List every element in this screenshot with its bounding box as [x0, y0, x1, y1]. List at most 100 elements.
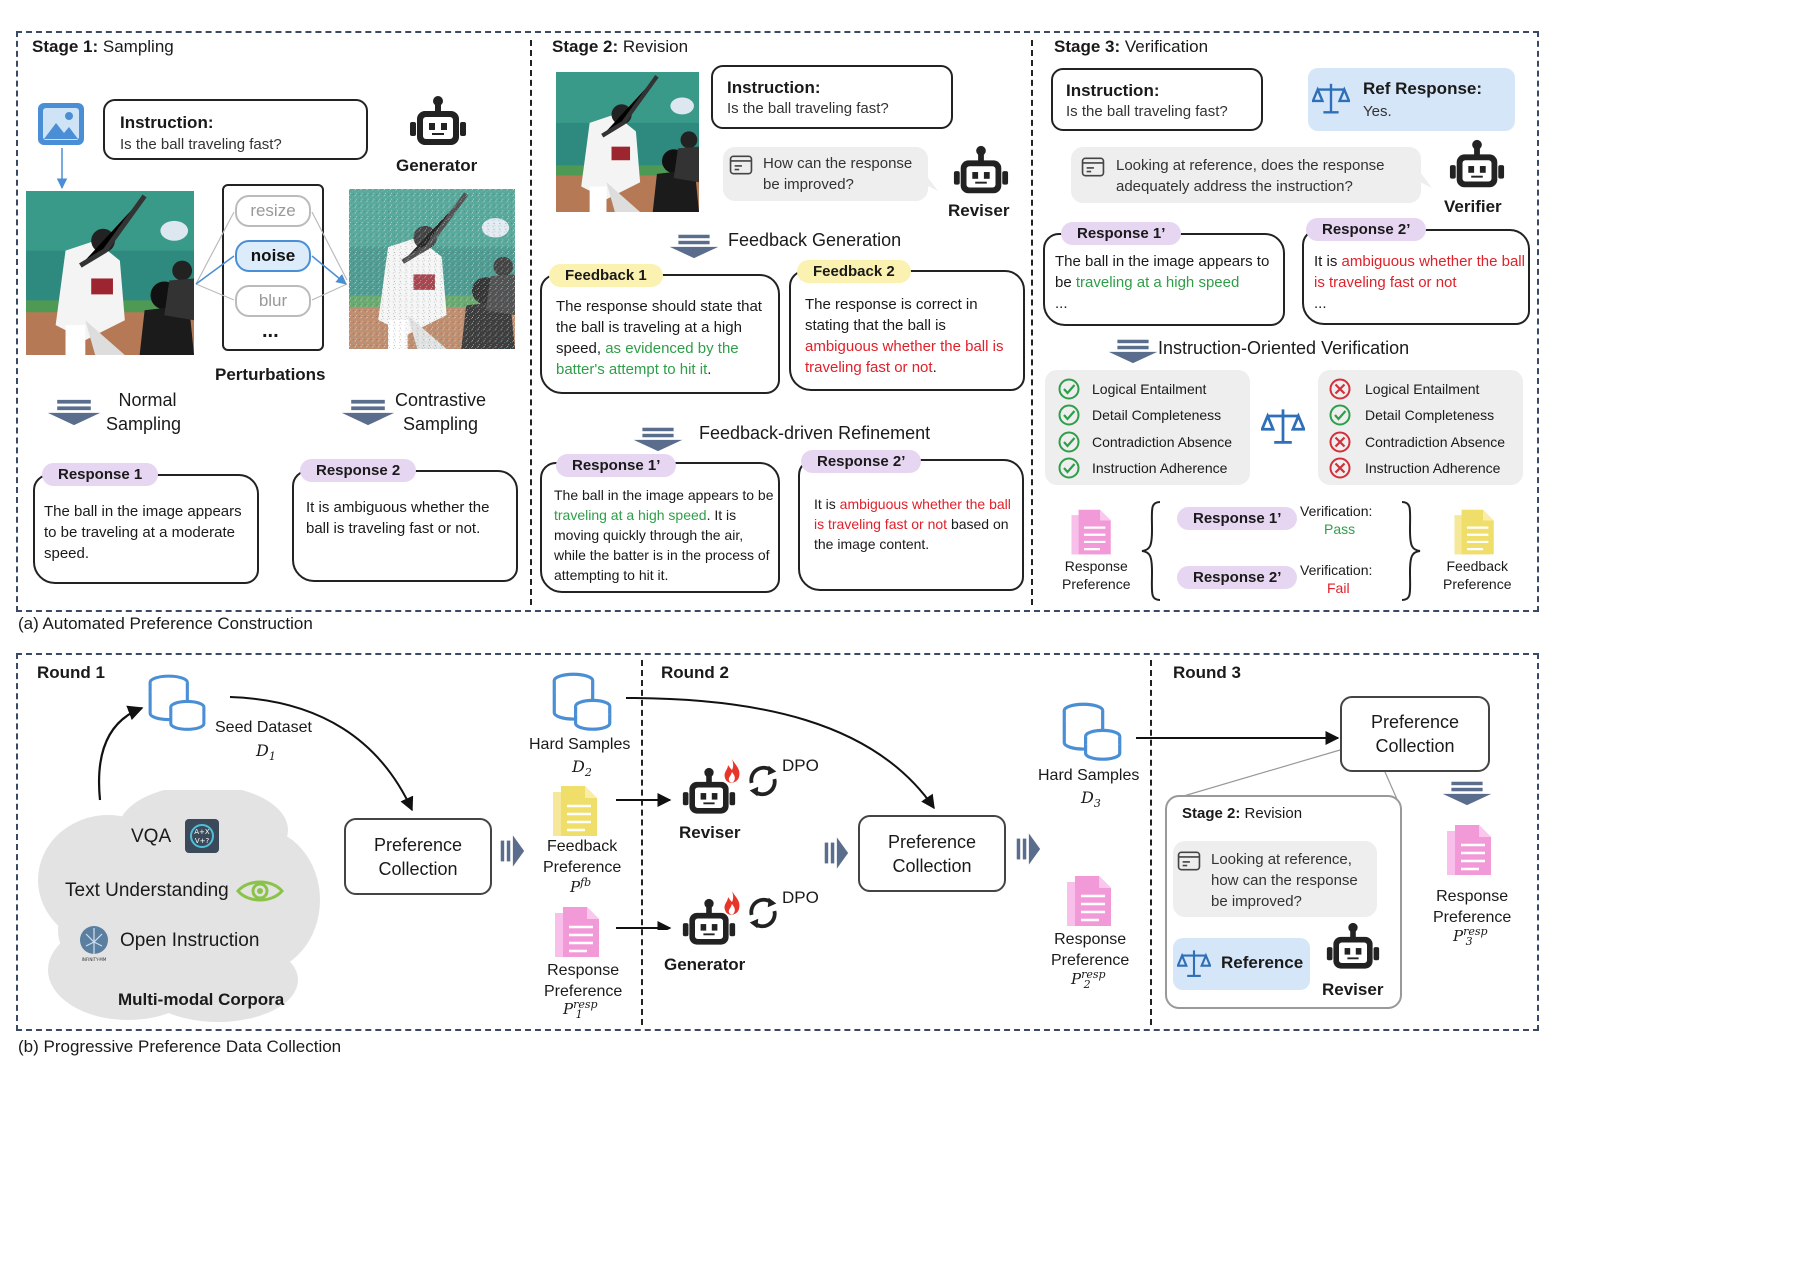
text-understanding-label: Text Understanding [65, 880, 229, 901]
criteria-fail-box [1318, 370, 1523, 485]
verification1-label: Verification: [1300, 503, 1373, 519]
cross-icon [1329, 457, 1351, 479]
svg-text:INFINITY-MM: INFINITY-MM [82, 957, 107, 962]
database-icon [1060, 700, 1124, 764]
cross-icon [1329, 431, 1351, 453]
perturbation-more: ... [262, 320, 279, 342]
d2-label: D2 [572, 757, 592, 780]
generator-label: Generator [664, 955, 746, 974]
flow-arrows [616, 697, 935, 930]
reviser-label: Reviser [679, 823, 741, 842]
generator-label: Generator [396, 156, 478, 175]
chat-icon [1081, 157, 1105, 177]
verification2-label: Verification: [1300, 562, 1373, 578]
dpo-label: DPO [782, 888, 819, 907]
refinement-label: Feedback-driven Refinement [699, 423, 931, 443]
robot-icon [406, 94, 470, 154]
image-icon [38, 103, 84, 145]
document-icon [550, 784, 602, 840]
perturbation-flow-lines [195, 211, 348, 301]
stage3-title: Stage 3: Verification [1054, 37, 1209, 56]
bubble-tail [1420, 172, 1432, 188]
p2-resp-label: Presp2 [1071, 968, 1106, 991]
instruction-box: Instruction: Is the ball traveling fast? [103, 99, 368, 160]
feedback2-text: The response is correct in stating that … [805, 296, 1004, 376]
panel-b-frame [16, 653, 1539, 1031]
response1-text: The ball in the image appears to be trav… [44, 503, 242, 562]
feedback1-tag: Feedback 1 [549, 264, 663, 287]
feedback-generation-label: Feedback Generation [728, 230, 902, 250]
scales-icon [1312, 80, 1350, 118]
round2-label: Round 2 [661, 663, 729, 682]
stage1-title: Stage 1: Sampling [32, 37, 174, 56]
criterion-label: Contradiction Absence [1092, 434, 1233, 450]
check-icon [1058, 404, 1080, 426]
stage-separator [530, 40, 532, 605]
response2-prime-box: It is ambiguous whether the ball is trav… [798, 459, 1024, 591]
response2-text: It is ambiguous whether the ball is trav… [306, 499, 490, 537]
feedback1-text: The response should state that the ball … [556, 298, 762, 378]
inset-question-bubble: Looking at reference, how can the respon… [1173, 841, 1377, 917]
instruction-label: Instruction: [727, 78, 821, 97]
down-arrow-icon [668, 233, 720, 259]
verified-response2-tag: Response 2’ [1177, 566, 1298, 589]
brace-left [1141, 501, 1161, 601]
hard-samples-label: Hard Samples [1038, 767, 1140, 784]
connector-arrow [56, 148, 68, 190]
feedback2-box: The response is correct in stating that … [789, 270, 1025, 391]
document-icon [552, 905, 604, 961]
round3-label: Round 3 [1173, 663, 1241, 682]
chat-icon [729, 155, 753, 175]
hard-samples-label: Hard Samples [529, 736, 631, 753]
stage2-title: Stage 2: Revision [552, 37, 689, 56]
down-arrow-icon [1441, 780, 1493, 806]
response2-box: It is ambiguous whether the ball is trav… [292, 470, 518, 582]
database-icon [550, 670, 614, 734]
scales-icon [1177, 947, 1211, 981]
response1-prime-text: The ball in the image appears to be trav… [1055, 253, 1270, 312]
robot-icon [950, 144, 1012, 202]
verification-label: Instruction-Oriented Verification [1158, 338, 1410, 358]
panel-a-caption: (a) Automated Preference Construction [18, 614, 313, 633]
right-arrow-icon [823, 835, 849, 871]
noisy-baseball-photo [349, 189, 515, 349]
criterion-label: Logical Entailment [1092, 381, 1207, 397]
criterion-label: Instruction Adherence [1092, 460, 1228, 476]
inset-question: Looking at reference, how can the respon… [1211, 851, 1358, 910]
response1-box: The ball in the image appears to be trav… [33, 474, 259, 584]
open-instruction-label: Open Instruction [120, 930, 260, 951]
response2-prime-tag: Response 2’ [801, 450, 922, 473]
instruction-text: Is the ball traveling fast? [1066, 103, 1228, 120]
bubble-tail [926, 175, 938, 191]
document-icon [1064, 874, 1116, 930]
panel-b-caption: (b) Progressive Preference Data Collecti… [18, 1037, 342, 1056]
p1-resp-label: Presp1 [563, 998, 598, 1021]
down-arrow-icon [46, 398, 102, 426]
cycle-arrows-icon [744, 892, 782, 934]
revision-question: How can the response be improved? [763, 155, 913, 193]
baseball-photo [556, 72, 699, 212]
d3-label: D3 [1081, 788, 1101, 811]
stage-separator [1031, 40, 1033, 605]
document-icon [1452, 508, 1498, 558]
document-icon [1444, 823, 1496, 879]
panel-a-frame [16, 31, 1539, 612]
perturbation-blur: blur [235, 285, 311, 317]
inset-title: Stage 2: Revision [1182, 805, 1303, 822]
seed-dataset-label: Seed Dataset [215, 719, 312, 736]
response1-tag: Response 1 [42, 463, 159, 486]
inset-reference-box: Reference [1173, 938, 1310, 990]
brace-right [1401, 501, 1421, 601]
cycle-arrows-icon [744, 760, 782, 802]
instruction-box: Instruction: Is the ball traveling fast? [1051, 68, 1263, 131]
verification1-result: Pass [1324, 521, 1356, 537]
response1-prime-tag: Response 1’ [1061, 222, 1182, 245]
verified-response1-tag: Response 1’ [1177, 507, 1298, 530]
flow-arrows [1136, 731, 1340, 745]
instruction-text: Is the ball traveling fast? [120, 136, 282, 153]
